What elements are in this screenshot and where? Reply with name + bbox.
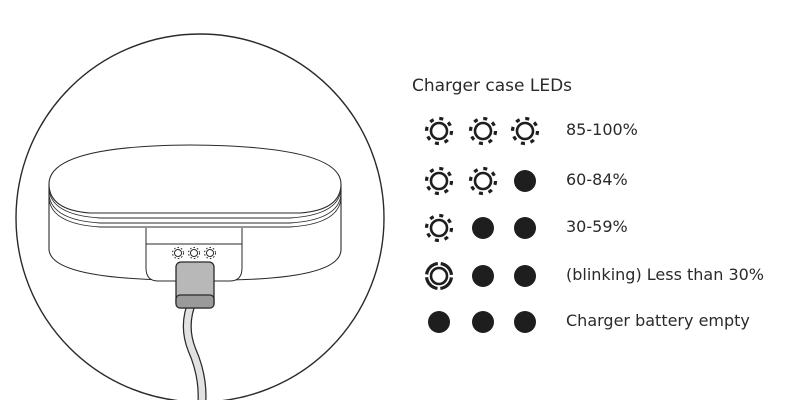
legend-title: Charger case LEDs [412, 76, 573, 96]
led-off-icon [510, 261, 540, 291]
led-on-icon [468, 116, 498, 146]
legend-row-label: Charger battery empty [566, 311, 750, 330]
led-off-icon [468, 213, 498, 243]
led-off-icon [468, 261, 498, 291]
legend-row: 85-100% [410, 116, 790, 146]
legend-row-label: 60-84% [566, 170, 628, 189]
legend-row-label: 85-100% [566, 120, 638, 139]
led-off-icon [510, 307, 540, 337]
led-blinking-icon [424, 261, 454, 291]
legend-row-label: 30-59% [566, 217, 628, 236]
charger-case-drawing [15, 33, 385, 403]
led-on-icon [424, 116, 454, 146]
led-on-icon [510, 116, 540, 146]
led-off-icon [468, 307, 498, 337]
led-off-icon [510, 166, 540, 196]
led-off-icon [424, 307, 454, 337]
legend-row: 60-84% [410, 166, 790, 196]
legend-row-label: (blinking) Less than 30% [566, 265, 765, 284]
led-off-icon [510, 213, 540, 243]
led-on-icon [424, 213, 454, 243]
legend-row: 30-59% [410, 213, 790, 243]
case-led-indicators [172, 247, 216, 259]
legend-row: Charger battery empty [410, 307, 790, 337]
legend-row: (blinking) Less than 30% [410, 261, 790, 291]
led-on-icon [424, 166, 454, 196]
charger-case-illustration [0, 0, 400, 403]
led-on-icon [468, 166, 498, 196]
